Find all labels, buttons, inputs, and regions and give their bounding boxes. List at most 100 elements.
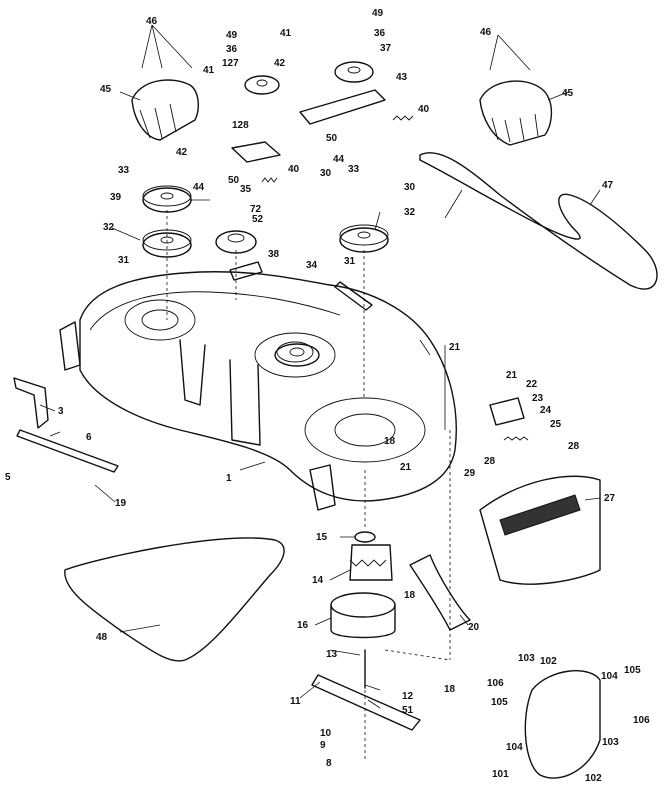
- part-label: 34: [306, 260, 318, 271]
- pulley-32-right: [339, 224, 389, 253]
- part-label: 27: [604, 493, 616, 504]
- mower-deck-housing: [59, 271, 457, 511]
- part-label: 18: [384, 436, 396, 447]
- part-label: 33: [118, 165, 130, 176]
- part-label: 29: [464, 468, 476, 479]
- part-label: 36: [226, 44, 238, 55]
- part-label: 20: [468, 622, 480, 633]
- part-label: 45: [100, 84, 112, 95]
- part-label: 23: [532, 393, 544, 404]
- part-label: 16: [297, 620, 309, 631]
- spring-40-top: [392, 115, 414, 121]
- part-label: 33: [348, 164, 360, 175]
- part-label: 103: [602, 737, 619, 748]
- part-label: 21: [506, 370, 518, 381]
- alignment-dashes: [166, 210, 451, 760]
- spindle-housing-14: [349, 544, 393, 581]
- part-label: 14: [312, 575, 324, 586]
- part-label: 35: [240, 184, 252, 195]
- baffle-20: [409, 554, 471, 631]
- right-pulley-cover: [479, 80, 553, 146]
- part-label: 32: [103, 222, 115, 233]
- part-label: 46: [480, 27, 492, 38]
- bearing-15: [354, 531, 376, 543]
- part-label: 127: [222, 58, 239, 69]
- part-label: 18: [444, 684, 456, 695]
- part-label: 106: [487, 678, 504, 689]
- part-label: 105: [624, 665, 641, 676]
- part-label: 32: [404, 207, 416, 218]
- part-label: 25: [550, 419, 562, 430]
- part-label: 42: [176, 147, 188, 158]
- part-label: 102: [540, 656, 557, 667]
- part-label: 28: [484, 456, 496, 467]
- bracket-22: [489, 397, 525, 426]
- part-label: 72: [250, 204, 262, 215]
- idler-pulley-drive-arm: [274, 343, 320, 367]
- part-label: 11: [290, 696, 301, 707]
- part-label: 44: [333, 154, 345, 165]
- part-label: 46: [146, 16, 158, 27]
- part-label: 21: [449, 342, 461, 353]
- part-label: 38: [268, 249, 280, 260]
- pulley-37: [334, 61, 374, 83]
- part-label: 10: [320, 728, 332, 739]
- part-label: 15: [316, 532, 328, 543]
- part-label: 42: [274, 58, 286, 69]
- part-label: 40: [418, 104, 430, 115]
- part-label: 40: [288, 164, 300, 175]
- part-label: 39: [110, 192, 122, 203]
- part-label: 50: [326, 133, 338, 144]
- leader-lines: [39, 24, 601, 709]
- part-label: 37: [380, 43, 392, 54]
- bracket-38: [229, 261, 263, 281]
- deflector-101: [524, 670, 601, 779]
- part-label: 1: [226, 473, 232, 484]
- part-label: 3: [58, 406, 64, 417]
- blade-adapter-16: [330, 592, 396, 639]
- part-label: 49: [372, 8, 384, 19]
- bracket-3: [13, 377, 49, 429]
- part-label: 128: [232, 120, 249, 131]
- idler-arm-43: [299, 89, 386, 125]
- rod-6: [16, 429, 119, 473]
- part-label: 30: [404, 182, 416, 193]
- part-label: 31: [118, 255, 130, 266]
- part-label: 5: [5, 472, 11, 483]
- part-label: 43: [396, 72, 408, 83]
- part-label: 6: [86, 432, 92, 443]
- part-label: 52: [252, 214, 264, 225]
- part-label: 49: [226, 30, 238, 41]
- part-label: 9: [320, 740, 326, 751]
- belt-47: [419, 152, 658, 290]
- part-label: 41: [280, 28, 292, 39]
- part-label: 21: [400, 462, 412, 473]
- part-label: 104: [601, 671, 618, 682]
- part-label: 12: [402, 691, 414, 702]
- part-label: 13: [326, 649, 338, 660]
- belt-48: [64, 537, 285, 662]
- part-label: 105: [491, 697, 508, 708]
- part-label: 41: [203, 65, 215, 76]
- part-label: 47: [602, 180, 614, 191]
- part-label: 31: [344, 256, 356, 267]
- part-label: 24: [540, 405, 552, 416]
- part-label: 30: [320, 168, 332, 179]
- part-label: 8: [326, 758, 332, 769]
- part-label: 106: [633, 715, 650, 726]
- pulley-39: [142, 185, 192, 213]
- pulley-127: [244, 75, 280, 95]
- part-label: 18: [404, 590, 416, 601]
- part-label: 19: [115, 498, 127, 509]
- part-label: 50: [228, 175, 240, 186]
- spring-40-mid: [261, 177, 278, 183]
- bracket-128: [231, 141, 281, 163]
- pulley-52: [215, 230, 257, 254]
- part-label: 22: [526, 379, 538, 390]
- part-label: 104: [506, 742, 523, 753]
- part-label: 101: [492, 769, 509, 780]
- spring-25: [503, 436, 529, 441]
- part-label: 102: [585, 773, 602, 784]
- left-pulley-cover: [131, 79, 199, 141]
- part-label: 28: [568, 441, 580, 452]
